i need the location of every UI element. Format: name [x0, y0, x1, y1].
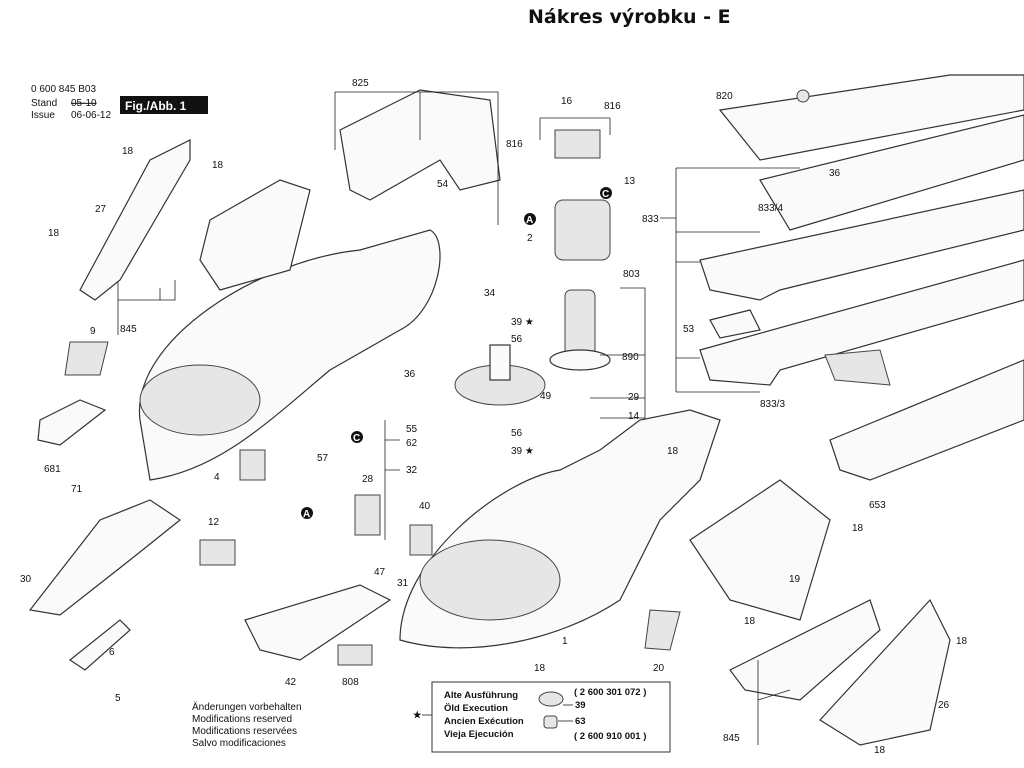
part-label: 56 — [511, 334, 523, 345]
part-label: 62 — [406, 438, 418, 449]
part-label: 890 — [622, 352, 639, 363]
page-title: Nákres výrobku - E — [528, 6, 731, 28]
note-line: Salvo modificaciones — [192, 738, 286, 749]
part-label: 18 — [212, 160, 224, 171]
part-label: 27 — [95, 204, 107, 215]
part-label: 71 — [71, 484, 83, 495]
issue-value: 06-06-12 — [71, 110, 111, 121]
part-label: 808 — [342, 677, 359, 688]
part-label: 833/4 — [758, 203, 783, 214]
part-label: 2 — [527, 233, 533, 244]
part-label: 49 — [540, 391, 552, 402]
part-label: 5 — [115, 693, 121, 704]
part-label: 18 — [956, 636, 968, 647]
figure-badge — [120, 96, 208, 114]
ref-63: 63 — [575, 716, 586, 727]
part-label: 833 — [642, 214, 659, 225]
part-label: 31 — [397, 578, 409, 589]
connector-a-marker: A — [303, 509, 310, 520]
part-label: 57 — [317, 453, 329, 464]
part-label: 681 — [44, 464, 61, 475]
stand-label: Stand — [31, 98, 57, 109]
leader-lines — [117, 91, 800, 745]
part-label: 13 — [624, 176, 636, 187]
connector-a-marker: A — [526, 215, 533, 226]
connector-c-marker: C — [353, 433, 360, 444]
part-label: 16 — [561, 96, 573, 107]
note-line: Modifications reserved — [192, 714, 292, 725]
part-label: 18 — [852, 523, 864, 534]
part-label: 32 — [406, 465, 418, 476]
part-number-bottom: ( 2 600 910 001 ) — [574, 731, 646, 742]
part-labels: 825 16 816 816 13 C A 2 820 36 833 833/4… — [20, 78, 968, 756]
part-label: 14 — [628, 411, 640, 422]
part-label: 845 — [120, 324, 137, 335]
part-label: 54 — [437, 179, 449, 190]
part-label: 28 — [362, 474, 374, 485]
part-label: 1 — [562, 636, 568, 647]
part-label: 18 — [534, 663, 546, 674]
issue-label: Issue — [31, 110, 55, 121]
part-label: 803 — [623, 269, 640, 280]
note-line: Modifications reservées — [192, 726, 297, 737]
part-label: 39 ★ — [511, 446, 534, 457]
part-label: 9 — [90, 326, 96, 337]
legend-line: Öld Execution — [444, 703, 508, 714]
star-marker: ★ — [413, 710, 422, 721]
part-number-top: ( 2 600 301 072 ) — [574, 687, 646, 698]
part-label: 845 — [723, 733, 740, 744]
part-label: 18 — [744, 616, 756, 627]
figure-label: Fig./Abb. 1 — [125, 99, 187, 113]
part-label: 34 — [484, 288, 496, 299]
modifications-note: Änderungen vorbehalten Modifications res… — [192, 701, 302, 749]
part-label: 820 — [716, 91, 733, 102]
part-number: 0 600 845 B03 — [31, 84, 96, 95]
part-label: 30 — [20, 574, 32, 585]
part-label: 18 — [667, 446, 679, 457]
part-label: 42 — [285, 677, 297, 688]
old-execution-legend: ★ Alte Ausführung Öld Execution Ancien E… — [413, 681, 671, 753]
ref-39: 39 — [575, 700, 586, 711]
part-label: 20 — [653, 663, 665, 674]
part-label: 816 — [604, 101, 621, 112]
part-label: 18 — [122, 146, 134, 157]
legend-line: Vieja Ejecución — [444, 729, 514, 740]
part-label: 55 — [406, 424, 418, 435]
part-label: 53 — [683, 324, 695, 335]
part-label: 40 — [419, 501, 431, 512]
part-label: 18 — [48, 228, 60, 239]
part-label: 39 ★ — [511, 317, 534, 328]
part-label: 833/3 — [760, 399, 785, 410]
legend-line: Alte Ausführung — [444, 690, 518, 701]
part-label: 26 — [938, 700, 950, 711]
part-label: 653 — [869, 500, 886, 511]
part-label: 19 — [789, 574, 801, 585]
stand-value: 05-10 — [71, 98, 97, 109]
legend-line: Ancien Exécution — [444, 716, 524, 727]
note-line: Änderungen vorbehalten — [192, 701, 302, 713]
part-label: 825 — [352, 78, 369, 89]
connector-c-marker: C — [602, 189, 609, 200]
part-label: 36 — [829, 168, 841, 179]
part-label: 56 — [511, 428, 523, 439]
part-label: 29 — [628, 392, 640, 403]
part-shapes — [28, 74, 1024, 746]
part-label: 36 — [404, 369, 416, 380]
part-label: 4 — [214, 472, 220, 483]
part-label: 18 — [874, 745, 886, 756]
part-label: 816 — [506, 139, 523, 150]
part-label: 12 — [208, 517, 220, 528]
part-label: 47 — [374, 567, 386, 578]
part-label: 6 — [109, 647, 115, 658]
